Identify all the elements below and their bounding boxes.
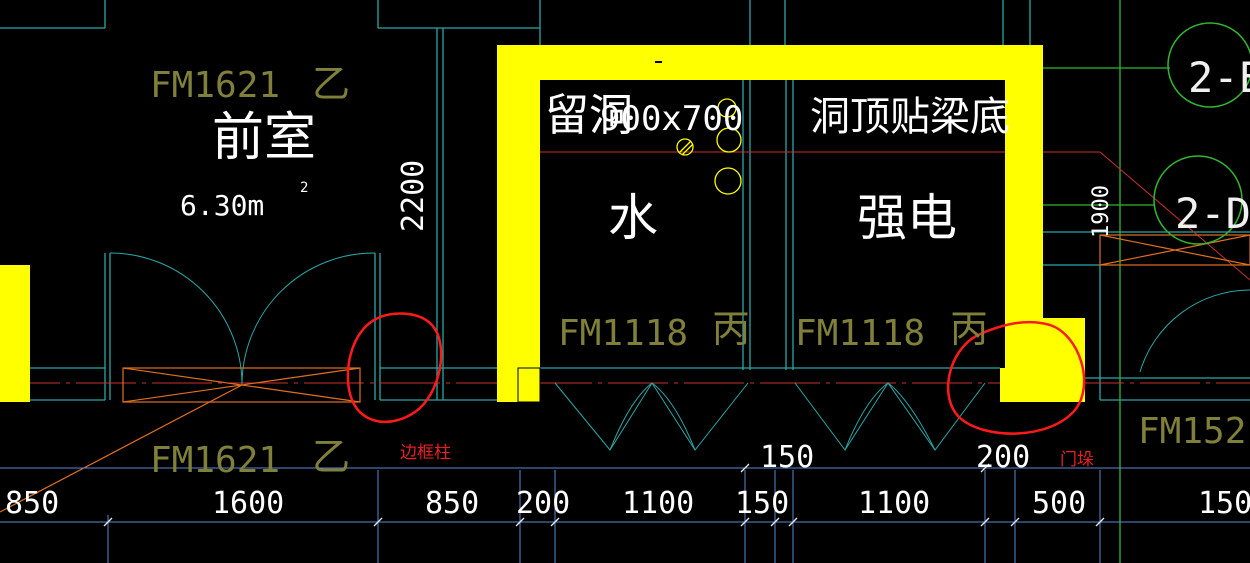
dim-label: 1100: [622, 486, 694, 521]
dim-label: 150: [735, 486, 789, 521]
axis-label-bottom: 2-D: [1175, 189, 1250, 238]
orange-door-frame: [0, 234, 1250, 513]
room-name-water: 水: [608, 189, 658, 247]
vertical-dim-right: 1900: [1089, 185, 1114, 238]
opening-label: 留洞: [545, 90, 633, 141]
vertical-dim-left: 2200: [396, 160, 431, 232]
pipe-circles: [676, 98, 742, 195]
annotation-frame-column: 边框柱: [400, 443, 451, 463]
dim-label: 1600: [212, 486, 284, 521]
green-axis-lines: [1043, 0, 1170, 563]
dim-label: 1500: [1198, 486, 1250, 521]
upper-dim-200: 200: [976, 440, 1030, 475]
door-tag-fm1118-left: FM1118: [558, 313, 688, 354]
dimension-ticks: [103, 463, 1105, 527]
room-area-anteroom: 6.30m: [180, 189, 264, 222]
room-name-power: 强电: [857, 189, 957, 247]
axis-label-top: 2-E: [1188, 53, 1250, 102]
door-grade-fm1621-top: 乙: [312, 62, 350, 106]
room-area-superscript: 2: [300, 180, 308, 196]
yellow-column-left: [0, 265, 30, 402]
door-tag-fm1621-top: FM1621: [150, 65, 280, 106]
dim-label: 850: [425, 486, 479, 521]
dimension-lines: [0, 467, 1250, 563]
dim-label: 200: [516, 486, 570, 521]
door-tag-fm1521: FM1521: [1138, 411, 1250, 452]
yellow-wall: [497, 45, 1085, 402]
dim-label: 500: [1032, 486, 1086, 521]
door-tag-fm1118-right: FM1118: [795, 313, 925, 354]
door-grade-fm1118-left: 丙: [712, 307, 750, 351]
door-swing-power: [794, 382, 986, 451]
dim-label: 1100: [858, 486, 930, 521]
room-name-anteroom: 前室: [212, 108, 316, 168]
upper-dim-150: 150: [760, 440, 814, 475]
red-markup-circles: [346, 312, 1086, 435]
door-tag-fm1621-bottom: FM1621: [150, 440, 280, 481]
door-swing-anteroom: [109, 252, 376, 386]
axis-bubble-top: [1167, 22, 1250, 108]
axis-bubble-bottom: [1153, 155, 1243, 245]
opening-size: 900x700: [600, 99, 743, 139]
door-grade-fm1621-bottom: 乙: [312, 435, 350, 479]
door-swing-water: [554, 382, 749, 451]
beam-note: 洞顶贴梁底: [810, 94, 1010, 140]
annotation-door-pier: 门垛: [1060, 450, 1094, 470]
door-swing-right: [1139, 289, 1250, 373]
dim-label: 850: [5, 486, 59, 521]
wall-inner-line: [517, 367, 541, 403]
door-grade-fm1118-right: 丙: [950, 307, 988, 351]
